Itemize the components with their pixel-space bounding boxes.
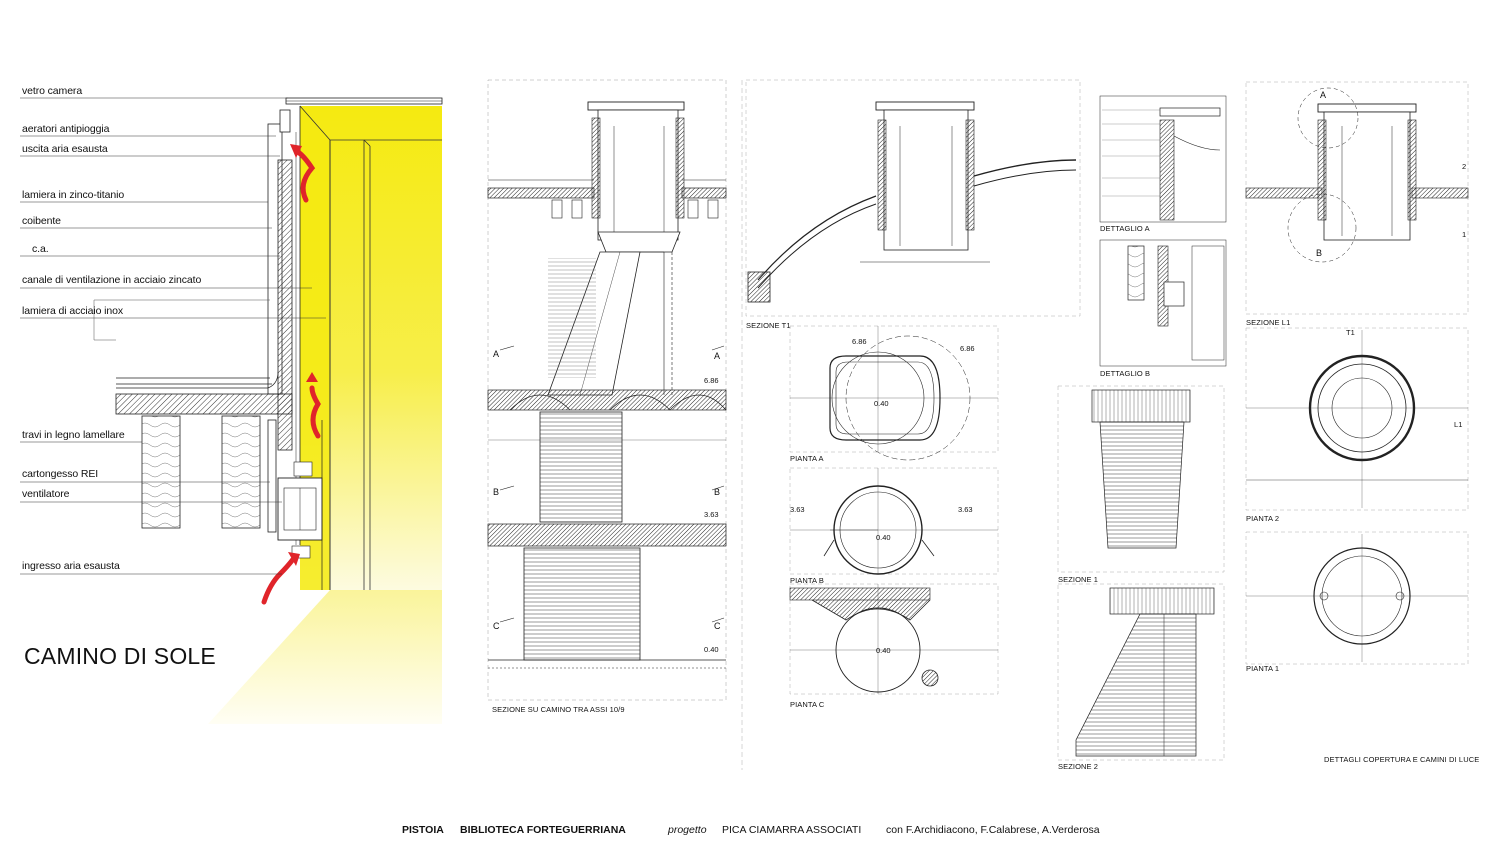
air-arrow [261,555,297,605]
air-arrow [295,149,316,203]
sheet-caption: DETTAGLI COPERTURA E CAMINI DI LUCE [1324,755,1480,764]
axis-mark-1: 1 [1462,230,1467,239]
label-ventilatore: ventilatore [22,488,70,500]
camino-title: CAMINO DI SOLE [24,643,216,669]
plan-1-drawing [1245,531,1469,665]
label-aeratori: aeratori antipioggia [22,123,110,135]
axis-mark: C [493,621,500,631]
caption-detail-a: DETTAGLIO A [1100,224,1150,233]
label-coibente: coibente [22,215,61,227]
plan-2-drawing [1245,327,1469,511]
label-uscita-aria: uscita aria esausta [22,143,108,155]
section-l1-drawing [1245,81,1469,315]
caption-section-l1: SEZIONE L1 [1246,318,1291,327]
label-ingresso-aria: ingresso aria esausta [22,560,120,572]
detail-b-drawing [1099,239,1227,367]
plan-c-drawing [789,583,999,695]
section-2-drawing [1057,583,1225,761]
level-label: 0.40 [704,645,719,654]
detail-a-drawing [1099,95,1227,223]
footer-building: BIBLIOTECA FORTEGUERRIANA [460,824,626,836]
caption-section-2: SEZIONE 2 [1058,762,1099,771]
plan-a-drawing [789,325,999,461]
caption-plan-c: PIANTA C [790,700,825,709]
axis-mark-2: 2 [1462,162,1467,171]
label-lamiera-zinco: lamiera in zinco-titanio [22,189,125,201]
level-label: 6.86 [960,344,975,353]
detail-mark-b: B [1316,248,1323,258]
axis-mark: B [714,487,721,497]
axis-mark: A [714,351,721,361]
caption-plan-1: PIANTA 1 [1246,664,1280,673]
light-cone [208,590,442,724]
section-main-drawing [487,79,743,770]
axis-mark-t1: T1 [1346,328,1355,337]
level-label: 3.63 [704,510,719,519]
level-label: 0.40 [876,646,891,655]
level-label: 3.63 [958,505,973,514]
footer-collaborators: con F.Archidiacono, F.Calabrese, A.Verde… [886,824,1100,836]
detail-mark-a: A [1320,90,1327,100]
footer-city: PISTOIA [402,824,444,836]
label-canale: canale di ventilazione in acciaio zincat… [22,274,202,286]
level-label: 3.63 [790,505,805,514]
plan-b-drawing [789,467,999,575]
level-label: 6.86 [704,376,719,385]
axis-mark: C [714,621,721,631]
caption-plan-2: PIANTA 2 [1246,514,1280,523]
footer-credits: PISTOIA BIBLIOTECA FORTEGUERRIANA proget… [0,824,1500,840]
level-label: 0.40 [876,533,891,542]
axis-mark-l1: L1 [1454,420,1463,429]
axis-mark: B [493,487,500,497]
label-ca: c.a. [32,243,49,255]
footer-prefix: progetto [668,824,707,836]
section-t1-drawing [745,79,1081,317]
caption-section-1: SEZIONE 1 [1058,575,1099,584]
caption-detail-b: DETTAGLIO B [1100,369,1151,378]
air-arrow [309,385,321,439]
level-label: 6.86 [852,337,867,346]
camino-di-sole-section [20,97,443,724]
level-label: 0.40 [874,399,889,408]
caption-plan-a: PIANTA A [790,454,824,463]
label-vetro-camera: vetro camera [22,85,83,97]
caption-section-main: SEZIONE SU CAMINO TRA ASSI 10/9 [492,705,625,714]
label-cartongesso: cartongesso REI [22,468,99,480]
section-1-drawing [1057,385,1225,573]
label-lamiera-inox: lamiera di acciaio inox [22,305,123,317]
caption-section-t1: SEZIONE T1 [746,321,791,330]
label-travi: travi in legno lamellare [22,429,125,441]
axis-mark: A [493,349,500,359]
footer-firm: PICA CIAMARRA ASSOCIATI [722,824,862,836]
caption-plan-b: PIANTA B [790,576,825,585]
